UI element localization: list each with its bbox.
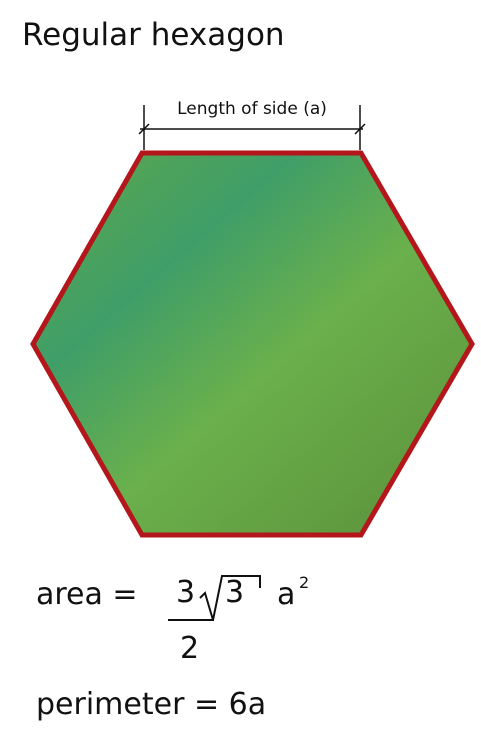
area-numerator: 3 bbox=[176, 575, 196, 610]
radical-sign bbox=[199, 575, 261, 621]
dimension-slash-right bbox=[354, 123, 366, 135]
perimeter-formula: perimeter = 6a bbox=[36, 687, 267, 722]
dimension-slash-left bbox=[138, 123, 150, 135]
side-length-marker bbox=[138, 105, 366, 150]
area-label: area = bbox=[36, 577, 138, 612]
side-length-label: Length of side (a) bbox=[177, 99, 327, 119]
page-title: Regular hexagon bbox=[22, 17, 285, 53]
area-denominator: 2 bbox=[180, 631, 200, 666]
area-exponent: 2 bbox=[299, 573, 310, 592]
hexagon-shape bbox=[30, 150, 475, 538]
formula-graphics bbox=[168, 575, 261, 621]
area-variable: a bbox=[277, 577, 296, 612]
area-radicand: 3 bbox=[225, 575, 245, 610]
